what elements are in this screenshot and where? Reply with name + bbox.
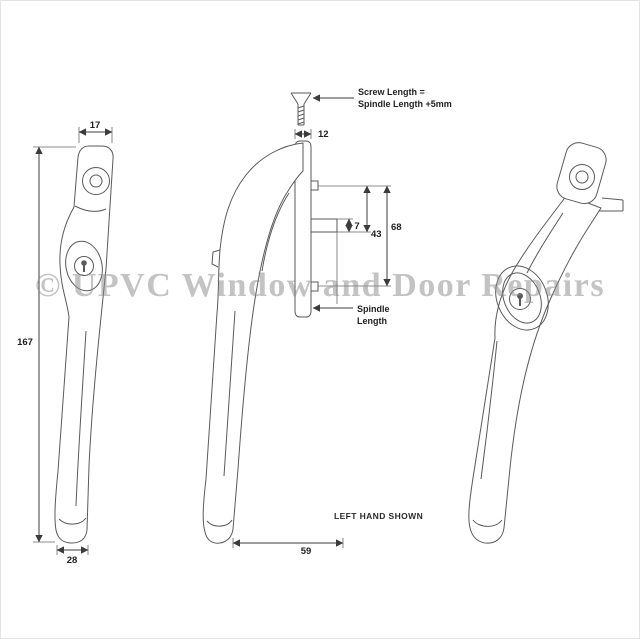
dim-top-width: 17 [78,120,113,143]
front-base-cap-line [58,517,87,525]
dim-plate-depth-label: 12 [318,129,329,140]
screw-length-note-line2: Spindle Length +5mm [358,99,452,109]
front-lock-oval [65,240,103,292]
dim-spindle-square: 7 [337,218,371,233]
dim-base-width-label: 28 [67,555,78,566]
front-lock-inner-circle [74,256,94,276]
rear-hub-outer-circle [569,164,595,190]
dim-top-width-label: 17 [90,120,101,131]
dim-screw-to-spindle: 43 [318,185,391,240]
dim-screw-centres: 68 [318,185,402,287]
front-key-slot-icon [81,260,87,272]
front-grip-contour-line [75,330,87,507]
rear-grip-contour-line [480,340,498,480]
screw-boss-top [310,180,319,191]
rear-key-slot-icon [517,293,523,306]
dim-plate-depth: 12 [294,129,329,140]
front-handle-outline [54,145,114,544]
side-grip-contour-line [223,310,236,477]
rear-neck-inner-line [526,212,564,274]
front-hub-outer-circle [82,167,110,195]
front-view [54,145,114,544]
spindle-length-note-line2: Length [357,316,387,326]
side-view [202,92,338,544]
dim-screw-centres-label: 68 [391,222,402,233]
dim-spindle-square-label: 7 [354,221,359,232]
dim-screw-to-spindle-label: 43 [371,229,382,240]
rear-handle-outline [468,194,602,544]
spindle-length-note-line1: Spindle [357,304,390,314]
screw-boss-bottom [310,281,319,292]
note-screw-length: Screw Length = Spindle Length +5mm [312,87,452,109]
spindle [310,218,338,233]
dim-projection-label: 59 [301,546,312,557]
front-hub-inner-circle [89,174,103,188]
rear-view [468,142,624,544]
screw-thread-lines [297,105,305,125]
rear-lock-oval-middle [502,272,542,324]
side-handle-outline [202,142,304,544]
screw-length-note-line1: Screw Length = [358,87,425,97]
side-base-cap-line [206,519,233,527]
dim-projection: 59 [232,538,344,557]
side-clip-notch [211,249,221,268]
rear-cap [556,142,607,205]
rear-hub-inner-circle [575,170,589,184]
dim-overall-height: 167 [17,146,76,543]
rear-lock-oval-outer [495,265,549,331]
rear-base-cap-line [472,519,503,527]
screw-drawing [290,92,312,126]
rear-lock-inner-circle [509,288,531,310]
dim-overall-height-label: 167 [17,337,33,348]
dim-base-width: 28 [56,545,89,566]
note-left-hand-shown: LEFT HAND SHOWN [334,511,423,521]
side-neck-inner-line [261,192,290,272]
rear-spindle-stub [599,197,624,212]
front-cap-separation-line [74,205,107,212]
note-spindle-length: Spindle Length [312,232,390,326]
